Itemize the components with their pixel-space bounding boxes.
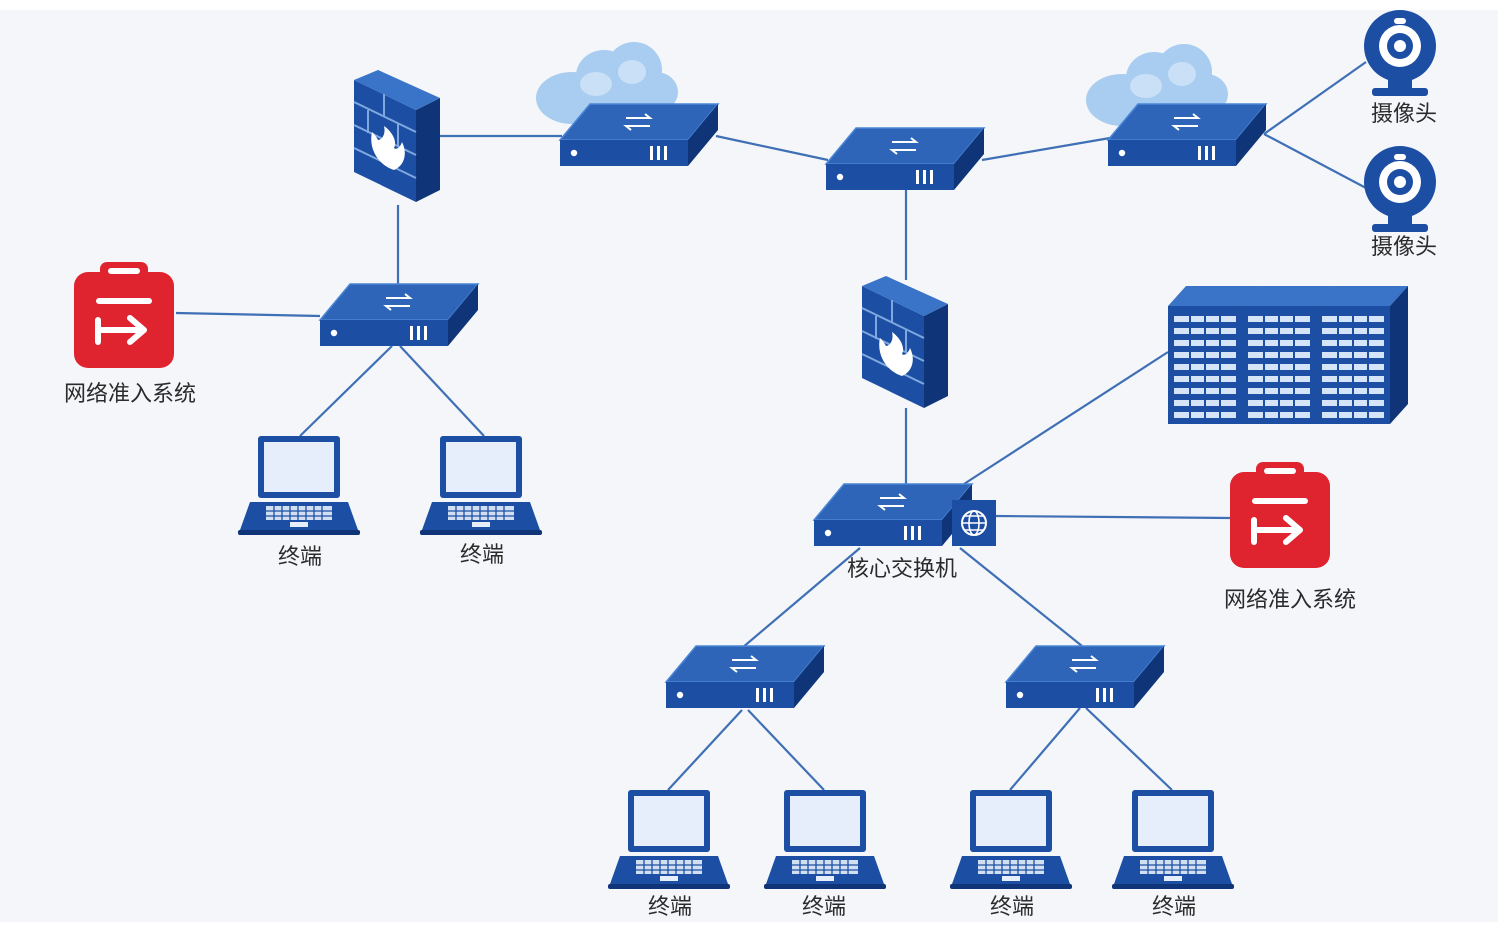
- firewall-icon: [861, 275, 949, 409]
- laptop-icon: [763, 789, 887, 890]
- switch-icon: [319, 283, 479, 347]
- nac-label: 网络准入系统: [1224, 588, 1356, 613]
- server-rack-icon: [1167, 285, 1409, 425]
- terminal-label: 终端: [802, 895, 846, 920]
- laptop-icon: [607, 789, 731, 890]
- terminal-label: 终端: [990, 895, 1034, 920]
- terminal-label: 终端: [1152, 895, 1196, 920]
- switch-icon: [559, 103, 719, 167]
- switch-icon: [1107, 103, 1267, 167]
- diagram-background: [0, 10, 1498, 922]
- laptop-icon: [419, 435, 543, 536]
- switch-icon: [813, 483, 973, 547]
- core-switch-label: 核心交换机: [847, 557, 957, 582]
- switch-icon: [825, 127, 985, 191]
- network-access-icon: [1230, 462, 1330, 568]
- switch-icon: [665, 645, 825, 709]
- firewall-icon: [353, 69, 441, 203]
- network-access-icon: [74, 262, 174, 368]
- globe-icon: [952, 500, 996, 546]
- core-switch: [813, 483, 996, 547]
- nac-label: 网络准入系统: [64, 382, 196, 407]
- laptop-icon: [1111, 789, 1235, 890]
- camera-label: 摄像头: [1371, 102, 1437, 127]
- connection-lines: [175, 61, 1367, 791]
- camera-label: 摄像头: [1371, 235, 1437, 260]
- terminal-label: 终端: [278, 545, 322, 570]
- terminal-label: 终端: [648, 895, 692, 920]
- laptop-icon: [949, 789, 1073, 890]
- terminal-label: 终端: [460, 543, 504, 568]
- camera-icon: [1364, 146, 1436, 232]
- switch-icon: [1005, 645, 1165, 709]
- laptop-icon: [237, 435, 361, 536]
- camera-icon: [1364, 10, 1436, 96]
